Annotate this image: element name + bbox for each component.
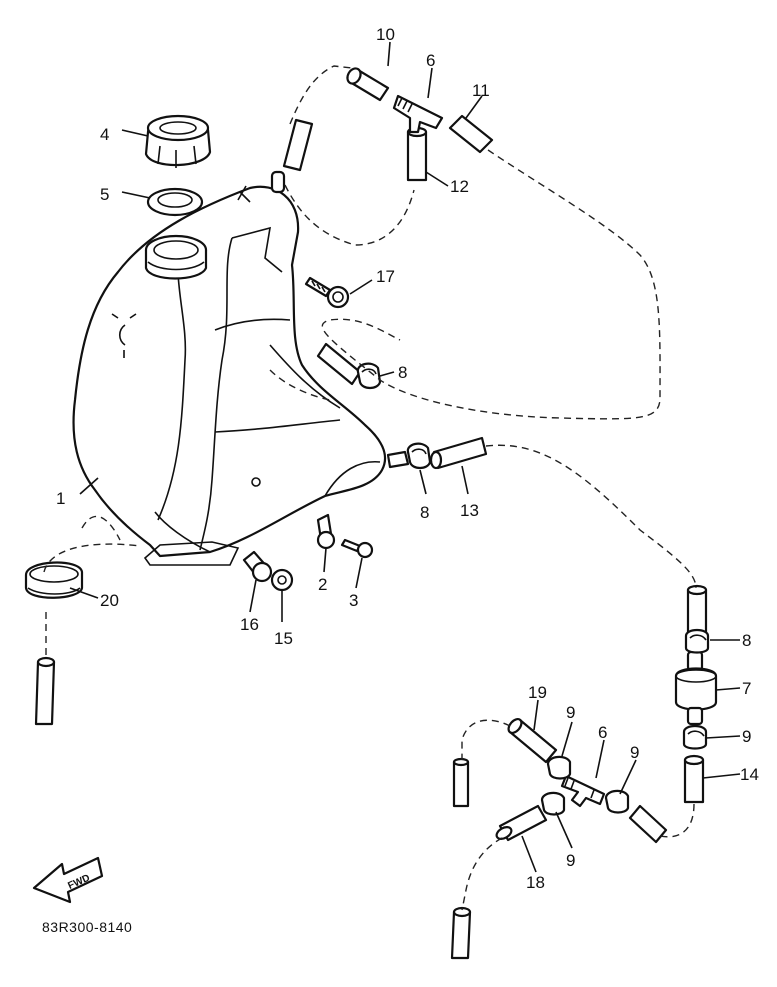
callout-8-middle: 8 (420, 503, 429, 522)
clip-9-center-top (546, 755, 572, 780)
callout-12: 12 (450, 177, 469, 196)
callout-18: 18 (526, 873, 545, 892)
screw-3 (340, 538, 374, 559)
clip-8-upper (356, 362, 382, 390)
callout-6-upper: 6 (426, 51, 435, 70)
cap-gasket (146, 187, 204, 217)
band-20 (24, 561, 84, 599)
nut-15 (270, 568, 294, 592)
callout-1: 1 (56, 489, 65, 508)
clip-8-right (684, 628, 710, 654)
joint-6-lower (560, 774, 606, 808)
hose-12 (406, 126, 428, 182)
callout-11: 11 (472, 81, 490, 100)
callout-17: 17 (376, 267, 395, 286)
bolt-17 (304, 276, 350, 309)
callout-8-upper: 8 (398, 363, 407, 382)
callout-2: 2 (318, 575, 327, 594)
callout-19: 19 (528, 683, 547, 702)
callout-labels: 1 2 3 4 5 6 6 7 8 8 8 9 9 9 9 10 11 12 1… (56, 25, 759, 892)
callout-8-right: 8 (742, 631, 751, 650)
hose-upper-right (686, 584, 708, 634)
callout-15: 15 (274, 629, 293, 648)
hose-overflow (316, 342, 362, 386)
callout-14: 14 (740, 765, 759, 784)
diagram-code: 83R300-8140 (42, 919, 132, 935)
callout-9-right-center: 9 (630, 743, 639, 762)
joint-6-upper (392, 94, 444, 134)
callout-6-lower: 6 (598, 723, 607, 742)
forward-arrow-icon: FWD (32, 856, 104, 904)
hose-14 (683, 754, 705, 804)
hose-left-branch (452, 757, 470, 808)
hose-lower-right (628, 804, 668, 844)
callout-9-center-bottom: 9 (566, 851, 575, 870)
callout-13: 13 (460, 501, 479, 520)
clip-8-middle (406, 442, 432, 470)
callout-3: 3 (349, 591, 358, 610)
hose-routing-lines (43, 65, 697, 911)
hose-upper-vent (282, 118, 314, 172)
hose-lower-left-end (34, 656, 56, 726)
callout-9-right: 9 (742, 727, 751, 746)
hose-18 (495, 804, 548, 842)
clip-9-right (682, 724, 708, 750)
clip-9-center-bottom (540, 791, 566, 816)
hose-bottom (450, 906, 472, 960)
fuel-filter-7 (674, 650, 718, 726)
hose-19 (507, 717, 558, 764)
hose-11 (448, 114, 494, 154)
bracket-2 (316, 513, 336, 550)
callout-20: 20 (100, 591, 119, 610)
hose-10 (346, 67, 390, 102)
callout-7: 7 (742, 679, 751, 698)
callout-10: 10 (376, 25, 395, 44)
callout-4: 4 (100, 125, 109, 144)
hose-13 (429, 436, 488, 470)
callout-5: 5 (100, 185, 109, 204)
leader-lines (69, 41, 741, 873)
grommet-16 (242, 550, 273, 583)
clip-9-right-center (604, 789, 630, 814)
callout-9-center-top: 9 (566, 703, 575, 722)
fuel-cap (144, 114, 212, 168)
fuel-tank (72, 170, 410, 566)
callout-16: 16 (240, 615, 259, 634)
